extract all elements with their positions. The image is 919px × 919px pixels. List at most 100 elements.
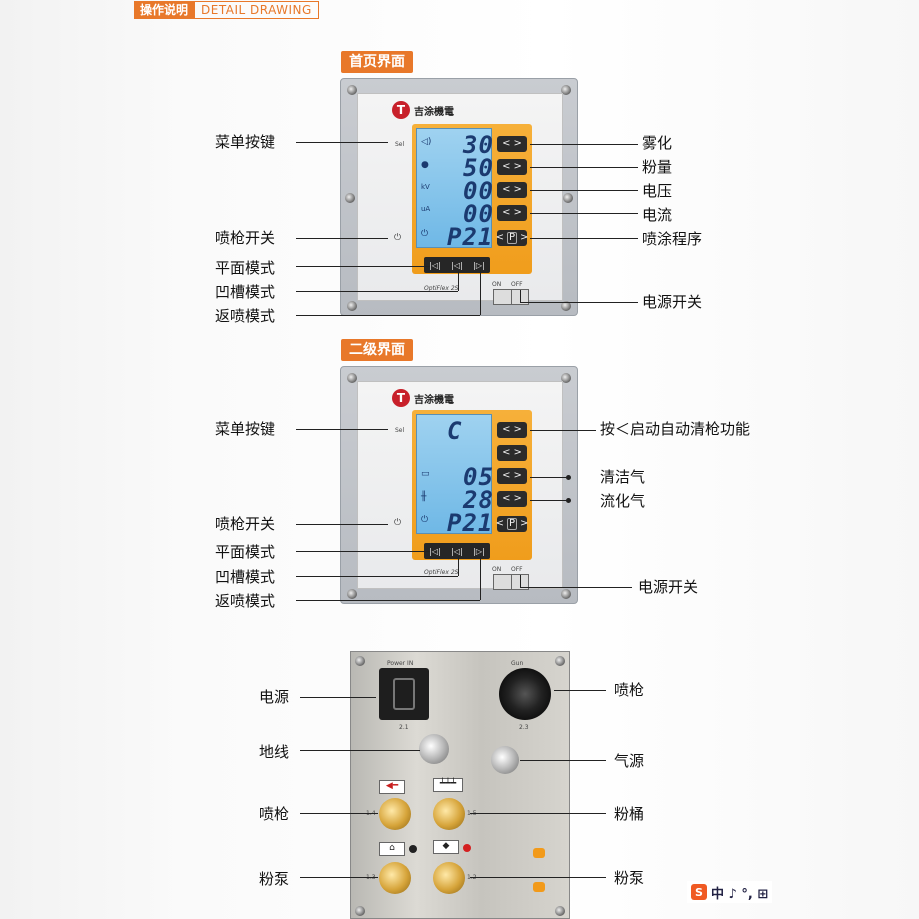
leader-line: [470, 877, 606, 878]
label-voltage: 电压: [642, 182, 673, 200]
screw-icon: [347, 589, 357, 599]
leader-line: [530, 144, 638, 145]
mode-buttons-1: |◁| |◁| |▷|: [424, 257, 490, 273]
lcd-display-2: ▭ ╫ ⏻ C 05 28 P21: [416, 414, 494, 537]
switch-on-label: ON: [492, 566, 502, 573]
sel-label: Sel: [395, 427, 405, 434]
label-gun-switch: 喷枪开关: [215, 515, 276, 533]
power-in-label: Power IN: [387, 660, 414, 667]
label-current: 电流: [642, 206, 673, 224]
flat-mode-button[interactable]: |◁|: [429, 546, 441, 556]
fluid-air-icon: ╫: [421, 492, 427, 502]
reading-fluid-air: 28: [463, 486, 494, 514]
mode-buttons-2: |◁| |◁| |▷|: [424, 543, 490, 559]
section2-tag: 二级界面: [341, 339, 413, 361]
leader-line: [530, 238, 638, 239]
screw-icon: [347, 301, 357, 311]
flat-mode-button[interactable]: |◁|: [429, 260, 441, 270]
screw-icon: [345, 193, 355, 203]
groove-mode-button[interactable]: |◁|: [451, 260, 463, 270]
groove-mode-button[interactable]: |◁|: [451, 546, 463, 556]
switch-off-label: OFF: [511, 566, 523, 573]
unit-ua: uA: [421, 205, 431, 213]
powder-adjust-button[interactable]: <>: [497, 159, 527, 175]
reading-clean-air: 05: [463, 463, 494, 491]
ime-status[interactable]: 中 ♪ °, ⊞: [711, 886, 769, 902]
reading-current: 00: [463, 200, 494, 228]
label-pump: 粉泵: [259, 870, 290, 888]
label-auto-clean: 按＜启动自动清枪功能: [600, 420, 751, 438]
air-inlet[interactable]: [491, 746, 519, 774]
leader-line: [554, 690, 606, 691]
label-reverse-mode: 返喷模式: [215, 592, 276, 610]
hopper-fitting[interactable]: [433, 798, 465, 830]
gun-power-icon[interactable]: ⏻: [394, 518, 402, 528]
gun-air-fitting[interactable]: [379, 798, 411, 830]
atomize-icon: ◁): [421, 137, 432, 147]
header-cn: 操作说明: [134, 1, 195, 19]
label-fluid-air: 流化气: [600, 492, 646, 510]
label-gun: 喷枪: [614, 681, 645, 699]
leader-line: [530, 213, 638, 214]
pump-tag-2: ◆: [433, 840, 459, 854]
pump-fitting-2[interactable]: [433, 862, 465, 894]
leader-line: [530, 477, 568, 478]
gun-power-icon[interactable]: ⏻: [394, 233, 402, 243]
leader-line: [458, 556, 459, 576]
reverse-mode-button[interactable]: |▷|: [473, 546, 485, 556]
label-power-switch: 电源开关: [642, 293, 703, 311]
ground-terminal[interactable]: [419, 734, 449, 764]
ime-toolbar[interactable]: S 中 ♪ °, ⊞: [687, 881, 773, 903]
gun-label: Gun: [511, 660, 524, 667]
leader-line: [520, 302, 638, 303]
reverse-mode-button[interactable]: |▷|: [473, 260, 485, 270]
connector-socket: [393, 678, 415, 710]
leader-line: [296, 429, 388, 430]
label-power-switch: 电源开关: [638, 578, 699, 596]
brand-logo-icon: T: [392, 101, 410, 119]
brand-logo: T 吉涂機電: [392, 389, 454, 407]
pump-fitting-1[interactable]: [379, 862, 411, 894]
screw-icon: [347, 85, 357, 95]
gun-connector[interactable]: [499, 668, 551, 720]
leader-line: [530, 190, 638, 191]
leader-line: [520, 760, 606, 761]
clean-start-button[interactable]: <>: [497, 422, 527, 438]
label-gun-switch: 喷枪开关: [215, 229, 276, 247]
reading-voltage: 00: [463, 177, 494, 205]
clean-air-icon: ▭: [421, 469, 430, 479]
leader-line: [300, 877, 378, 878]
reading-clean-mode: C: [447, 417, 463, 445]
leader-line: [300, 813, 378, 814]
atomize-adjust-button[interactable]: <>: [497, 136, 527, 152]
page-header: 操作说明 DETAIL DRAWING: [134, 0, 319, 20]
leader-line: [296, 315, 480, 316]
power-in-connector[interactable]: [379, 668, 429, 720]
power-icon: ⏻: [421, 515, 429, 525]
program-adjust-button[interactable]: <P>: [496, 230, 528, 246]
leader-line: [480, 556, 481, 600]
screw-icon: [347, 373, 357, 383]
gun-air-tag: ◀━: [379, 780, 405, 794]
adjust-button-2[interactable]: <>: [497, 445, 527, 461]
model-name: OptiFlex 2S: [424, 569, 459, 576]
port-num: 2.1: [399, 724, 409, 731]
clean-air-adjust-button[interactable]: <>: [497, 468, 527, 484]
voltage-adjust-button[interactable]: <>: [497, 182, 527, 198]
leader-line: [296, 291, 458, 292]
powder-icon: ●: [421, 160, 429, 170]
current-adjust-button[interactable]: <>: [497, 205, 527, 221]
leader-line: [300, 750, 420, 751]
label-air-source: 气源: [614, 752, 645, 770]
fluid-air-adjust-button[interactable]: <>: [497, 491, 527, 507]
section1-tag: 首页界面: [341, 51, 413, 73]
sogou-icon[interactable]: S: [691, 884, 707, 900]
brand-logo-icon: T: [392, 389, 410, 407]
leader-dot: [566, 475, 571, 480]
label-menu-key: 菜单按键: [215, 420, 276, 438]
leader-line: [530, 167, 638, 168]
reading-program: P21: [447, 509, 494, 537]
hopper-tag: ┷┷┷: [433, 778, 463, 792]
program-adjust-button[interactable]: <P>: [496, 516, 528, 532]
